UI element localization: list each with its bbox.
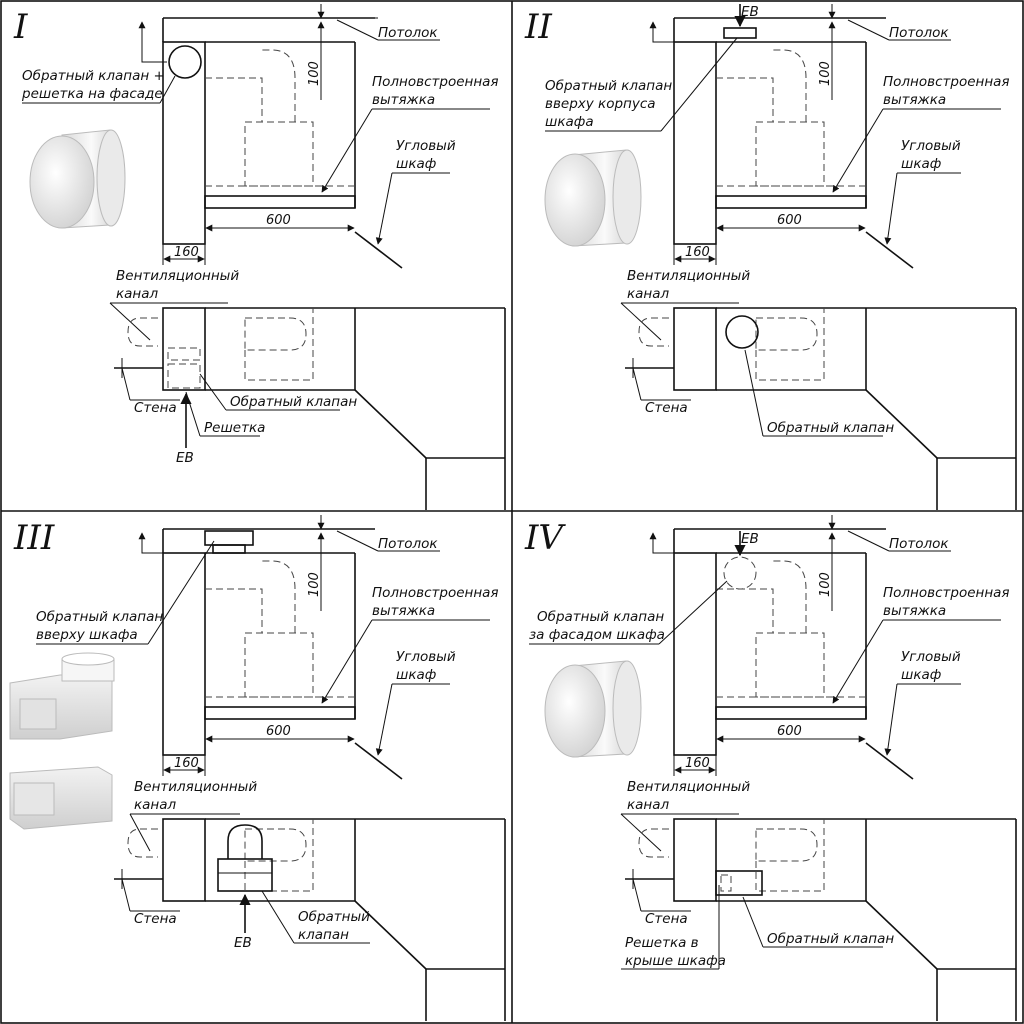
dim-100: 100 <box>818 572 833 597</box>
label-plan-valve: Обратный клапан <box>767 931 894 947</box>
label-valve-1: Обратный клапан <box>36 609 163 625</box>
panel-numeral: III <box>13 518 55 558</box>
label-hood-1: Полновстроенная <box>372 74 499 90</box>
panel-numeral: IV <box>524 518 566 558</box>
panel-numeral: II <box>524 7 552 47</box>
label-canal-2: канал <box>134 797 177 813</box>
label-hood-2: вытяжка <box>372 92 435 108</box>
dim-160: 160 <box>685 245 710 260</box>
plan-check-valve <box>715 870 763 896</box>
label-plan-valve: Обратный клапан <box>230 394 357 410</box>
vent-duct-elevation <box>673 41 717 245</box>
label-ev: EB <box>741 531 759 547</box>
label-ceiling: Потолок <box>378 536 438 552</box>
label-valve-2: вверху корпуса <box>545 96 656 112</box>
label-hood-1: Полновстроенная <box>883 585 1010 601</box>
hood-hidden <box>244 121 314 187</box>
label-canal-1: Вентиляционный <box>116 268 239 284</box>
canal-hidden <box>127 317 158 347</box>
dim-160: 160 <box>174 756 199 771</box>
cabinet-corner-line <box>354 231 403 269</box>
cabinet-bottom-shelf <box>204 195 356 209</box>
check-valve-photo <box>544 149 642 247</box>
label-hood-1: Полновстроенная <box>372 585 499 601</box>
label-cabinet-2: шкаф <box>901 156 941 172</box>
check-valve-photo <box>544 660 642 758</box>
label-cabinet-1: Угловый <box>901 138 961 154</box>
label-cabinet-1: Угловый <box>396 649 456 665</box>
label-canal-2: канал <box>116 286 159 302</box>
check-valve-top <box>723 27 757 39</box>
label-ceiling: Потолок <box>889 536 949 552</box>
label-wall: Стена <box>134 911 177 927</box>
label-cabinet-2: шкаф <box>396 156 436 172</box>
label-plan-valve-1: Обратный <box>298 909 370 925</box>
label-canal-1: Вентиляционный <box>627 268 750 284</box>
label-grid: Решетка <box>204 420 265 436</box>
label-cabinet-2: шкаф <box>901 667 941 683</box>
label-cabinet-1: Угловый <box>396 138 456 154</box>
panel-1: I 100 600 160 Потолок Полновстроенная <box>13 4 506 510</box>
label-ev: EB <box>176 450 194 466</box>
exhaust-arrow <box>138 21 167 63</box>
label-wall: Стена <box>645 911 688 927</box>
plan-check-valve <box>725 315 759 349</box>
plan-valve-arch <box>227 824 263 859</box>
label-valve-2: вверху шкафа <box>36 627 138 643</box>
label-wall: Стена <box>645 400 688 416</box>
label-canal-2: канал <box>627 797 670 813</box>
label-hood-2: вытяжка <box>883 92 946 108</box>
label-cabinet-2: шкаф <box>396 667 436 683</box>
label-hood-2: вытяжка <box>883 603 946 619</box>
dim-600: 600 <box>777 213 802 228</box>
dim-600: 600 <box>266 724 291 739</box>
label-hood-2: вытяжка <box>372 603 435 619</box>
plan-check-valve <box>217 858 273 892</box>
dim-100: 100 <box>818 61 833 86</box>
plan-roof-grid <box>720 874 732 892</box>
vent-duct-plan <box>162 307 206 391</box>
label-grid-1: Решетка в <box>625 935 699 951</box>
label-plan-valve: Обратный клапан <box>767 420 894 436</box>
vent-duct-elevation <box>162 552 206 756</box>
label-ceiling: Потолок <box>889 25 949 41</box>
label-cabinet-1: Угловый <box>901 649 961 665</box>
panel-2: II EB 100 600 160 Потолок Полновстроенна… <box>524 4 1017 510</box>
label-hood-1: Полновстроенная <box>883 74 1010 90</box>
hood-duct-hidden <box>205 49 296 122</box>
label-ceiling: Потолок <box>378 25 438 41</box>
dim-600: 600 <box>777 724 802 739</box>
label-canal-1: Вентиляционный <box>627 779 750 795</box>
dim-100: 100 <box>307 572 322 597</box>
dim-600: 600 <box>266 213 291 228</box>
check-valve-hidden <box>723 556 757 590</box>
duct-fittings-photo <box>9 652 115 830</box>
check-valve-photo <box>29 129 126 229</box>
label-ev: EB <box>234 935 252 951</box>
label-wall: Стена <box>134 400 177 416</box>
vent-duct-elevation <box>673 552 717 756</box>
label-valve-1: Обратный клапан + <box>22 68 165 84</box>
check-valve-circle <box>168 45 202 79</box>
label-valve-1: Обратный клапан <box>545 78 672 94</box>
label-valve-1: Обратный клапан <box>537 609 664 625</box>
label-canal-1: Вентиляционный <box>134 779 257 795</box>
panel-4: IV EB 100 600 160 Потолок Полновстроенна… <box>524 515 1017 1021</box>
panel-3: III 100 600 160 Потолок Полновстроенная … <box>9 515 506 1021</box>
label-valve-3: шкафа <box>545 114 594 130</box>
label-valve-2: за фасадом шкафа <box>529 627 665 643</box>
vent-duct-elevation <box>162 41 206 245</box>
label-grid-2: крыше шкафа <box>625 953 726 969</box>
label-canal-2: канал <box>627 286 670 302</box>
label-plan-valve-2: клапан <box>298 927 349 943</box>
dim-160: 160 <box>174 245 199 260</box>
label-ev: EB <box>741 4 759 20</box>
label-valve-2: решетка на фасаде <box>21 86 163 102</box>
dim-160: 160 <box>685 756 710 771</box>
panel-numeral: I <box>13 7 28 47</box>
dim-100: 100 <box>307 61 322 86</box>
